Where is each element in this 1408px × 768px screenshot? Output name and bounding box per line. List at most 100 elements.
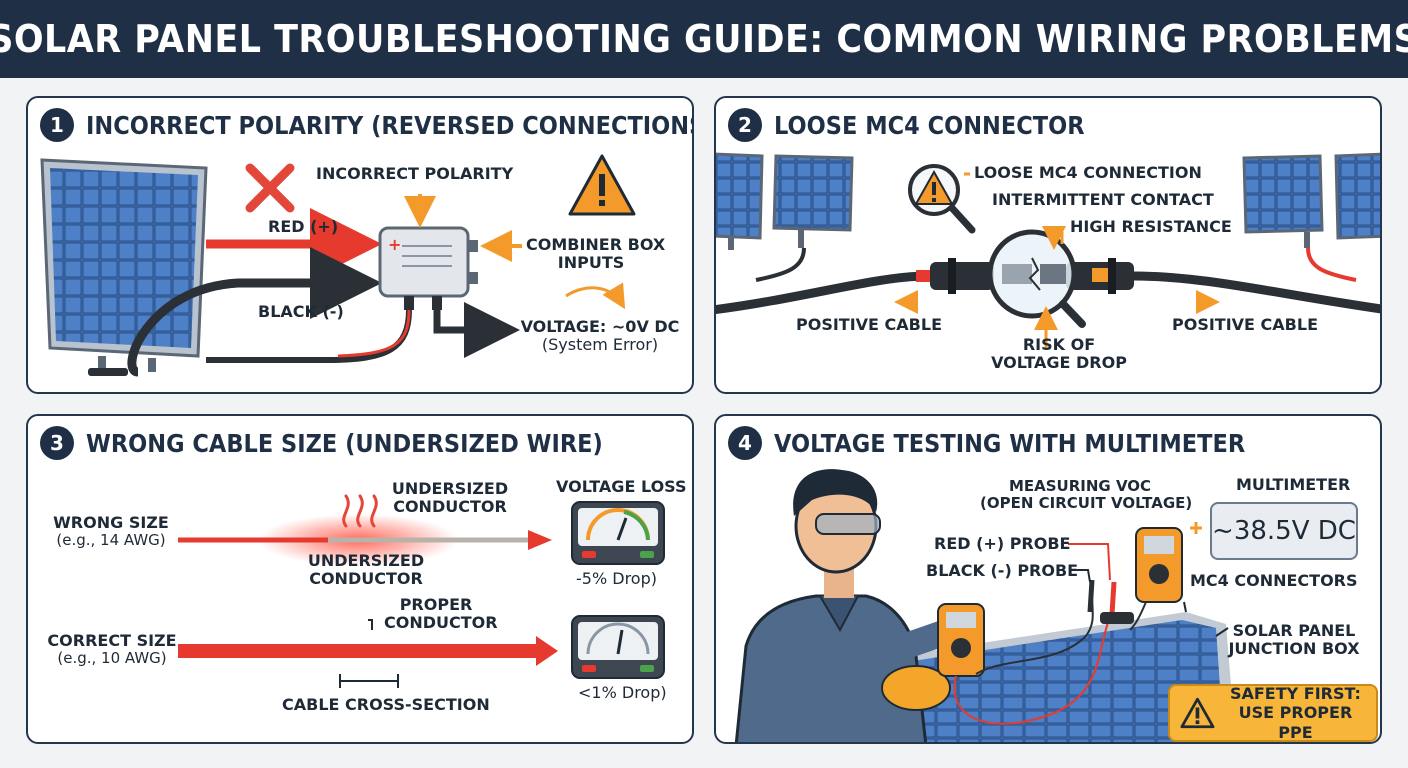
voltage-arrow: [565, 282, 626, 310]
measuring-line1: MEASURING VOC: [1008, 477, 1152, 495]
svg-text:+: +: [388, 235, 401, 254]
voltage-loss-gauge-icon: [571, 501, 665, 565]
correct-size-text: CORRECT SIZE: [47, 631, 177, 650]
measuring-line2: (OPEN CIRCUIT VOLTAGE): [980, 494, 1193, 513]
black-wire: [127, 247, 382, 377]
positive-cable-right-label: POSITIVE CABLE: [1172, 315, 1318, 334]
proper-line1: PROPER: [399, 595, 473, 614]
panel-title: INCORRECT POLARITY (REVERSED CONNECTIONS…: [86, 110, 694, 140]
panel-title: WRONG CABLE SIZE (UNDERSIZED WIRE): [86, 428, 603, 458]
warning-triangle-icon: [1180, 697, 1215, 729]
page-title: SOLAR PANEL TROUBLESHOOTING GUIDE: COMMO…: [0, 17, 1408, 61]
loose-connection-label: LOOSE MC4 CONNECTION: [974, 163, 1202, 182]
undersized-top-label: UNDERSIZED CONDUCTOR: [390, 479, 510, 517]
error-x-icon: [245, 163, 295, 213]
junction-box-label: SOLAR PANEL JUNCTION BOX: [1224, 621, 1364, 659]
undersized-top-line2: CONDUCTOR: [393, 497, 507, 517]
safety-line2: USE PROPER PPE: [1238, 703, 1353, 742]
mc4-connector-icon: [930, 258, 1134, 294]
mc4-connector-icon: [1100, 612, 1134, 624]
warning-magnifier-icon: [908, 164, 976, 234]
magnifier-icon: [987, 229, 1086, 328]
undersized-bottom-line1: UNDERSIZED: [307, 551, 425, 570]
system-error-text: (System Error): [541, 335, 659, 355]
panel-voltage-testing: 4 VOLTAGE TESTING WITH MULTIMETER MEASUR…: [714, 414, 1382, 744]
high-resistance-label: HIGH RESISTANCE: [1070, 217, 1232, 236]
combiner-box-label: COMBINER BOX INPUTS: [526, 235, 666, 273]
safety-text: SAFETY FIRST: USE PROPER PPE: [1225, 684, 1366, 742]
low-loss-gauge-icon: [571, 615, 665, 679]
panel-header: 2 LOOSE MC4 CONNECTOR: [728, 108, 1119, 142]
panel-header: 4 VOLTAGE TESTING WITH MULTIMETER: [728, 426, 1298, 460]
red-probe-label: RED (+) PROBE: [934, 534, 1071, 553]
step-number-badge: 1: [40, 108, 74, 142]
combiner-label-line2: INPUTS: [557, 253, 625, 273]
panel-loose-mc4: 2 LOOSE MC4 CONNECTOR LOOSE MC4 CONNECTI…: [714, 96, 1382, 394]
voltage-readout-label: VOLTAGE: ~0V DC (System Error): [514, 317, 686, 355]
solar-panel-right-icon: [1242, 152, 1380, 248]
page-header: SOLAR PANEL TROUBLESHOOTING GUIDE: COMMO…: [0, 0, 1408, 78]
proper-wire: [178, 644, 538, 658]
voltage-reading-display: ~38.5V DC: [1210, 502, 1358, 560]
step-number-badge: 4: [728, 426, 762, 460]
black-probe-lead: [975, 591, 1094, 675]
panel-incorrect-polarity: + 1 INCORRECT POLARITY (REVERSED CONNEC: [26, 96, 694, 394]
combiner-box-icon: +: [378, 226, 478, 310]
handheld-multimeter-icon: [937, 603, 985, 677]
multimeter-testing-diagram: [734, 469, 1236, 742]
drop-one-percent: <1% Drop): [578, 683, 667, 702]
multimeter-icon: [1135, 527, 1183, 603]
voltage-value: VOLTAGE: ~0V DC: [520, 317, 680, 336]
undersized-bottom-label: UNDERSIZED CONDUCTOR: [306, 551, 426, 589]
proper-line2: CONDUCTOR: [384, 613, 498, 633]
risk-line2: VOLTAGE DROP: [991, 353, 1127, 373]
wrong-awg-text: (e.g., 14 AWG): [56, 531, 166, 550]
panel-title: LOOSE MC4 CONNECTOR: [774, 110, 1085, 140]
wrong-size-label: WRONG SIZE (e.g., 14 AWG): [48, 513, 174, 550]
correct-size-label: CORRECT SIZE (e.g., 10 AWG): [42, 631, 182, 668]
heat-waves-icon: [342, 494, 378, 528]
safety-line1: SAFETY FIRST:: [1229, 684, 1361, 704]
step-number-badge: 3: [40, 426, 74, 460]
voltage-loss-label: VOLTAGE LOSS: [556, 477, 687, 496]
drop-five-percent: -5% Drop): [576, 569, 657, 588]
safety-first-badge: SAFETY FIRST: USE PROPER PPE: [1168, 684, 1378, 742]
junction-line2: JUNCTION BOX: [1228, 639, 1360, 659]
solar-panel-left-icon: [716, 152, 854, 250]
solar-panel-icon: [838, 612, 1236, 742]
voltage-drop-risk-label: RISK OF VOLTAGE DROP: [984, 335, 1134, 373]
red-probe-icon: [1109, 581, 1117, 615]
cross-section-label: CABLE CROSS-SECTION: [282, 695, 490, 714]
combiner-label-line1: COMBINER BOX: [526, 235, 666, 254]
solar-panel-icon: [40, 158, 208, 376]
mc4-diagram: [716, 152, 1380, 348]
black-probe-icon: [1087, 579, 1095, 613]
undersized-bottom-line2: CONDUCTOR: [309, 569, 423, 589]
red-probe-lead: [953, 611, 1113, 725]
positive-cable-left: [716, 271, 929, 314]
incorrect-polarity-label: INCORRECT POLARITY: [316, 164, 514, 183]
red-wire-label: RED (+): [268, 217, 339, 236]
panel-header: 3 WRONG CABLE SIZE (UNDERSIZED WIRE): [40, 426, 660, 460]
risk-line1: RISK OF: [1022, 335, 1096, 354]
cable-size-diagram: [178, 494, 665, 688]
positive-cable-left-label: POSITIVE CABLE: [796, 315, 942, 334]
wrong-size-text: WRONG SIZE: [53, 513, 169, 532]
intermittent-contact-label: INTERMITTENT CONTACT: [992, 190, 1214, 209]
cross-section-bracket: [339, 674, 399, 688]
proper-conductor-label: PROPER CONDUCTOR: [384, 595, 498, 633]
panel-title: VOLTAGE TESTING WITH MULTIMETER: [774, 428, 1246, 458]
measuring-voc-label: MEASURING VOC (OPEN CIRCUIT VOLTAGE): [980, 477, 1193, 513]
junction-line1: SOLAR PANEL: [1232, 621, 1356, 640]
undersized-top-line1: UNDERSIZED: [391, 479, 509, 498]
multimeter-label: MULTIMETER: [1236, 475, 1351, 494]
black-wire-label: BLACK (-): [258, 302, 344, 321]
polarity-diagram: +: [40, 154, 636, 377]
mc4-connectors-label: MC4 CONNECTORS: [1190, 571, 1358, 590]
panel-header: 1 INCORRECT POLARITY (REVERSED CONNECTIO…: [40, 108, 694, 142]
correct-awg-text: (e.g., 10 AWG): [57, 649, 167, 668]
positive-cable-right: [1133, 271, 1380, 314]
output-wire: [433, 302, 520, 358]
panel-wrong-cable-size: 3 WRONG CABLE SIZE (UNDERSIZED WIRE) WRO…: [26, 414, 694, 744]
step-number-badge: 2: [728, 108, 762, 142]
